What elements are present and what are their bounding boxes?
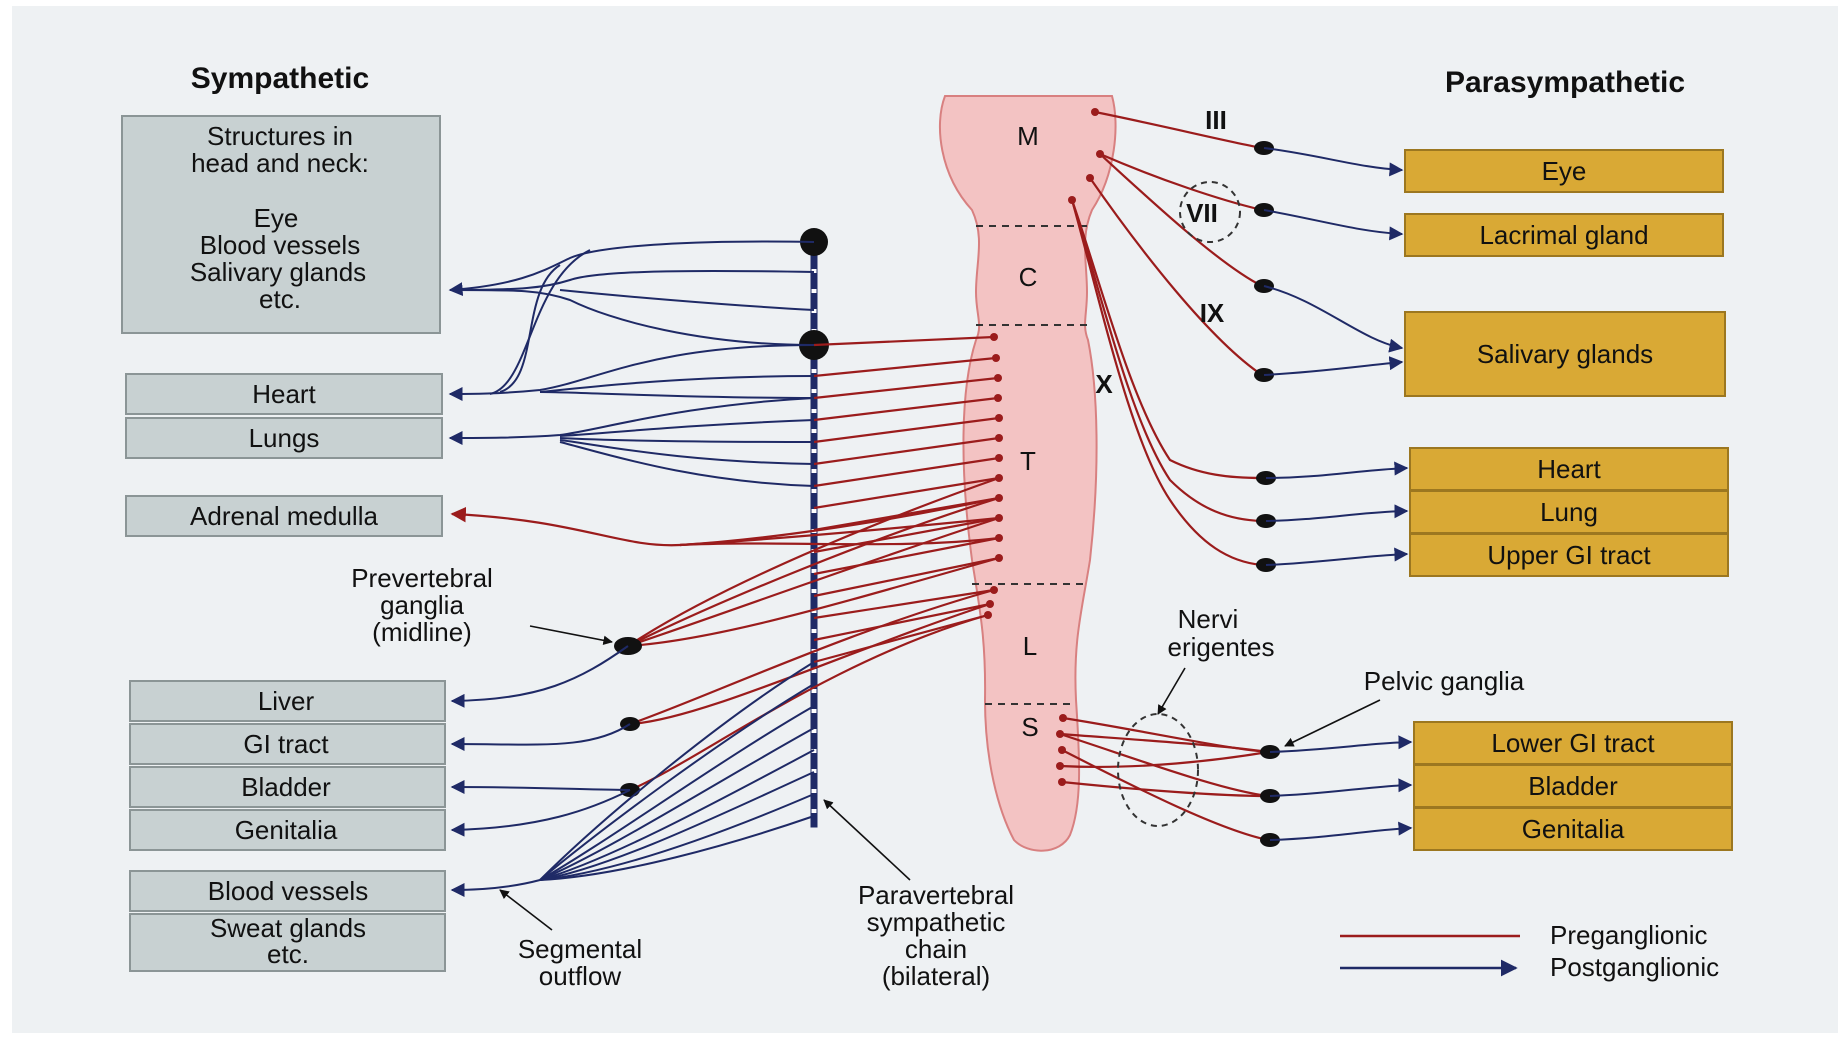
region-c: C	[1019, 262, 1038, 292]
para-lacrimal-label: Lacrimal gland	[1479, 220, 1648, 250]
paravertebral-line-4: (bilateral)	[882, 961, 990, 991]
legend-pre-label: Preganglionic	[1550, 920, 1708, 950]
head-neck-line-2: head and neck:	[191, 148, 369, 178]
gi-tract-label: GI tract	[243, 729, 329, 759]
para-salivary-label: Salivary glands	[1477, 339, 1653, 369]
prevertebral-line-3: (midline)	[372, 617, 472, 647]
nerve-ix-label: IX	[1200, 298, 1225, 328]
region-t: T	[1020, 446, 1036, 476]
head-neck-line-4: Blood vessels	[200, 230, 360, 260]
segmental-line-1: Segmental	[518, 934, 642, 964]
nervi-line-1: Nervi	[1178, 604, 1239, 634]
para-bladder-label: Bladder	[1528, 771, 1618, 801]
prevertebral-line-2: ganglia	[380, 590, 464, 620]
sympathetic-heading: Sympathetic	[191, 62, 369, 95]
para-lung-label: Lung	[1540, 497, 1598, 527]
region-m: M	[1017, 121, 1039, 151]
paravertebral-line-3: chain	[905, 934, 967, 964]
nervi-line-2: erigentes	[1168, 632, 1275, 662]
para-genitalia-label: Genitalia	[1522, 814, 1625, 844]
lungs-label: Lungs	[249, 423, 320, 453]
nerve-vii-label: VII	[1186, 198, 1218, 228]
para-lower-gi-label: Lower GI tract	[1491, 728, 1655, 758]
para-heart-label: Heart	[1537, 454, 1601, 484]
para-upper-gi-label: Upper GI tract	[1487, 540, 1651, 570]
head-neck-line-3: Eye	[254, 203, 299, 233]
parasympathetic-heading: Parasympathetic	[1445, 66, 1685, 99]
liver-label: Liver	[258, 686, 315, 716]
bladder-label: Bladder	[241, 772, 331, 802]
blood-vessels-label: Blood vessels	[208, 876, 368, 906]
genitalia-label: Genitalia	[235, 815, 338, 845]
legend-post-label: Postganglionic	[1550, 952, 1719, 982]
pelvic-ganglia-label: Pelvic ganglia	[1364, 666, 1525, 696]
region-s: S	[1021, 712, 1038, 742]
heart-label: Heart	[252, 379, 316, 409]
region-l: L	[1023, 631, 1037, 661]
segmental-line-2: outflow	[539, 961, 622, 991]
head-neck-line-5: Salivary glands	[190, 257, 366, 287]
head-neck-line-1: Structures in	[207, 121, 353, 151]
prevertebral-line-1: Prevertebral	[351, 563, 493, 593]
paravertebral-line-2: sympathetic	[867, 907, 1006, 937]
adrenal-label: Adrenal medulla	[190, 501, 378, 531]
nerve-iii-label: III	[1205, 105, 1227, 135]
head-neck-line-6: etc.	[259, 284, 301, 314]
sweat-glands-line-2: etc.	[267, 939, 309, 969]
nerve-x-label: X	[1095, 369, 1113, 399]
paravertebral-line-1: Paravertebral	[858, 880, 1014, 910]
para-eye-label: Eye	[1542, 156, 1587, 186]
